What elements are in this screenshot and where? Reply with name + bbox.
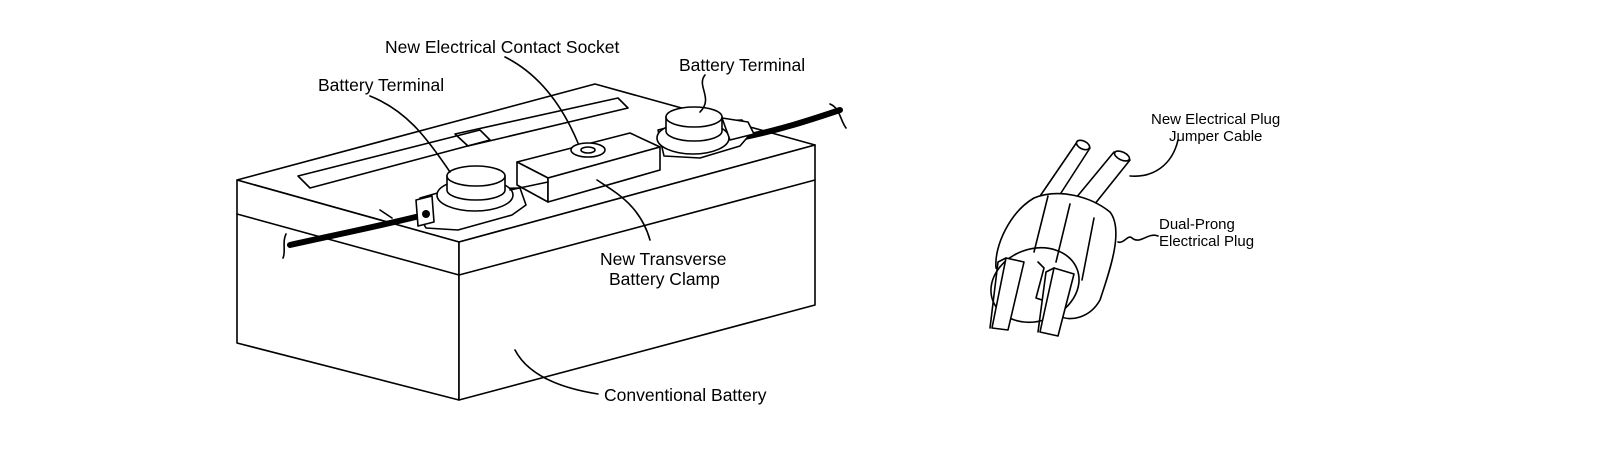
- cable-right-end: [829, 103, 847, 129]
- cable-left: [287, 211, 431, 248]
- label-contact-socket: New Electrical Contact Socket: [385, 37, 620, 57]
- dual-prong-plug: [989, 139, 1131, 337]
- leader-battery: [514, 349, 599, 395]
- label-dual-prong-1: Dual-Prong: [1159, 216, 1235, 233]
- leader-dual-prong: [1117, 234, 1159, 244]
- leader-clamp: [596, 179, 651, 241]
- leader-terminal-right: [699, 74, 707, 113]
- battery-vent-right: [454, 97, 629, 147]
- label-plug-cable-2: Jumper Cable: [1169, 128, 1262, 145]
- transverse-battery-clamp: [509, 132, 661, 203]
- label-battery-terminal-left: Battery Terminal: [318, 75, 444, 95]
- cable-right: [737, 107, 843, 141]
- prong-left: [991, 257, 1025, 331]
- label-battery-terminal-right: Battery Terminal: [679, 55, 805, 75]
- label-conventional-battery: Conventional Battery: [604, 385, 767, 405]
- label-dual-prong-2: Electrical Plug: [1159, 233, 1254, 250]
- battery-terminal-left: [415, 165, 527, 231]
- label-transverse-clamp-2: Battery Clamp: [609, 269, 720, 289]
- battery-terminal-right: [656, 106, 755, 159]
- cable-left-end: [282, 233, 287, 259]
- battery-right-face: [458, 144, 816, 401]
- label-plug-cable-1: New Electrical Plug: [1151, 111, 1280, 128]
- battery-lid-line-front: [236, 213, 460, 276]
- leader-contact-socket: [504, 56, 579, 144]
- leader-terminal-left: [369, 95, 451, 173]
- battery-edge-notch: [379, 209, 393, 219]
- leader-plug-cable: [1129, 139, 1179, 177]
- battery-lid-line-right: [458, 179, 816, 276]
- contact-socket: [570, 142, 606, 158]
- label-transverse-clamp-1: New Transverse: [600, 249, 726, 269]
- prong-right: [1039, 267, 1075, 337]
